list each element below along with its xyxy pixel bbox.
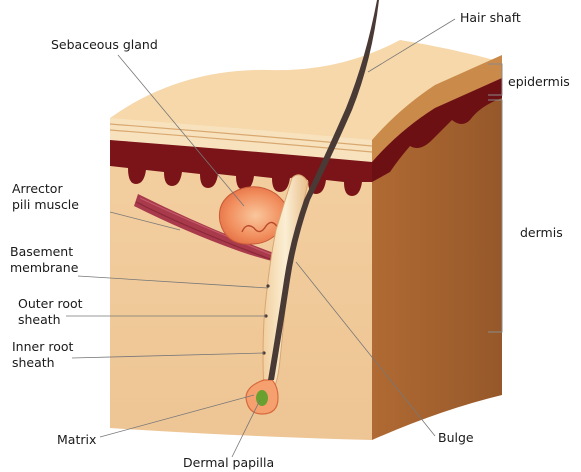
label-epidermis: epidermis — [508, 74, 570, 89]
label-hair-shaft: Hair shaft — [460, 10, 521, 25]
label-sebaceous-gland: Sebaceous gland — [51, 37, 158, 52]
label-basement-line1: Basement — [10, 244, 73, 259]
label-outer-line1: Outer root — [18, 296, 83, 311]
label-bulge: Bulge — [438, 430, 474, 445]
label-basement-line2: membrane — [10, 260, 78, 275]
label-inner-line1: Inner root — [12, 339, 73, 354]
label-matrix: Matrix — [57, 432, 96, 447]
label-arrector-line2: pili muscle — [12, 197, 79, 212]
label-arrector-line1: Arrector — [12, 181, 63, 196]
label-dermis: dermis — [520, 225, 563, 240]
label-inner-line2: sheath — [12, 355, 55, 370]
label-dermal-papilla: Dermal papilla — [183, 455, 274, 470]
label-outer-line2: sheath — [18, 312, 61, 327]
